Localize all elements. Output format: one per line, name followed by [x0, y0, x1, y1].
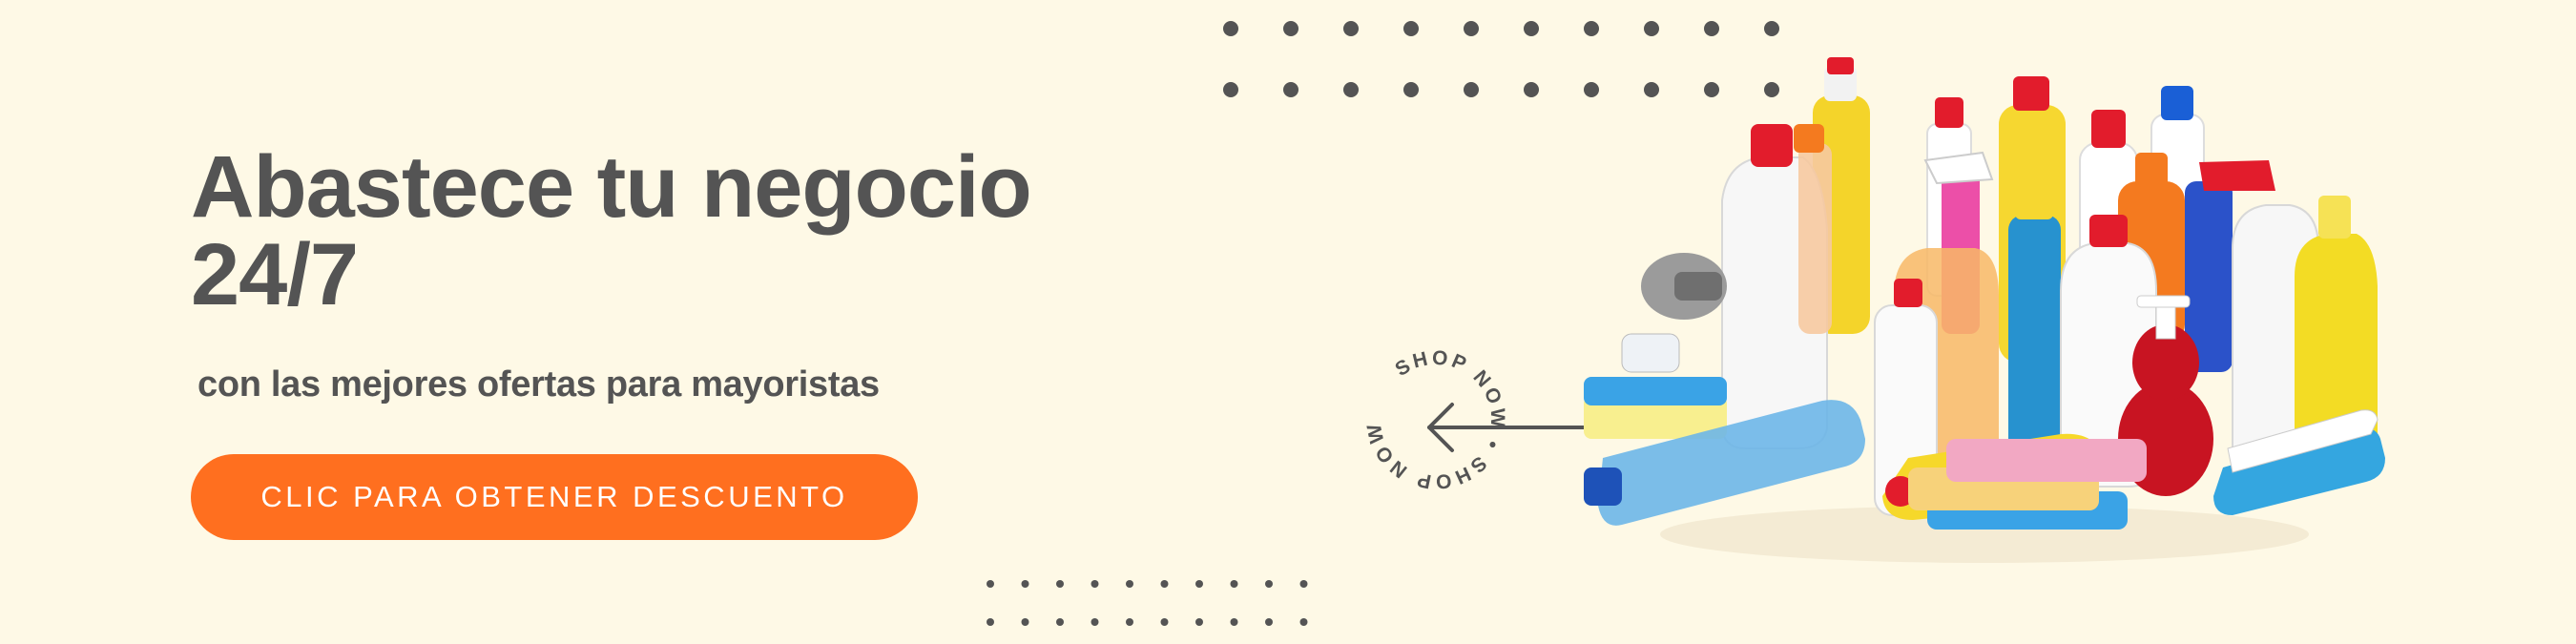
decorative-dot — [1021, 580, 1029, 588]
decorative-dot — [1223, 82, 1238, 97]
decorative-dot — [1160, 580, 1169, 588]
decorative-dot — [1343, 21, 1359, 36]
dot-pattern-top — [1212, 13, 1784, 109]
decorative-dot — [1584, 82, 1599, 97]
decorative-dot — [1230, 580, 1238, 588]
decorative-dot — [1704, 82, 1719, 97]
decorative-dot — [987, 580, 994, 588]
decorative-dot — [1265, 618, 1273, 626]
decorative-dot — [1091, 580, 1099, 588]
headline-line-2: 24/7 — [191, 226, 359, 323]
decorative-dot — [1403, 82, 1419, 97]
decorative-dot — [1265, 580, 1273, 588]
decorative-dot — [1464, 21, 1479, 36]
decorative-dot — [1126, 618, 1133, 626]
decorative-dot — [1704, 21, 1719, 36]
decorative-dot — [1299, 580, 1308, 588]
decorative-dot — [1644, 82, 1659, 97]
decorative-dot — [1764, 21, 1779, 36]
decorative-dot — [1056, 618, 1064, 626]
get-discount-button[interactable]: CLIC PARA OBTENER DESCUENTO — [191, 454, 918, 540]
decorative-dot — [1584, 21, 1599, 36]
decorative-dot — [1403, 21, 1419, 36]
decorative-dot — [1195, 580, 1203, 588]
headline: Abastece tu negocio 24/7 — [191, 143, 1202, 319]
decorative-dot — [1056, 580, 1064, 588]
decorative-dot — [1343, 82, 1359, 97]
decorative-dot — [1091, 618, 1099, 626]
decorative-dot — [1160, 618, 1169, 626]
decorative-dot — [1283, 21, 1298, 36]
decorative-dot — [1126, 580, 1133, 588]
subheadline: con las mejores ofertas para mayoristas — [197, 364, 880, 405]
decorative-dot — [1464, 82, 1479, 97]
decorative-dot — [1524, 21, 1539, 36]
headline-line-1: Abastece tu negocio — [191, 138, 1032, 236]
decorative-dot — [1299, 618, 1308, 626]
arrow-left-icon — [1427, 403, 1588, 452]
decorative-dot — [987, 618, 994, 626]
decorative-dot — [1644, 21, 1659, 36]
decorative-dot — [1524, 82, 1539, 97]
decorative-dot — [1764, 82, 1779, 97]
cleaning-products-image — [1565, 57, 2404, 592]
decorative-dot — [1230, 618, 1238, 626]
decorative-dot — [1283, 82, 1298, 97]
decorative-dot — [1021, 618, 1029, 626]
dot-pattern-bottom — [981, 572, 1324, 630]
shop-now-badge[interactable]: SHOP NOW • SHOP NOW • — [1360, 326, 1593, 496]
decorative-dot — [1223, 21, 1238, 36]
decorative-dot — [1195, 618, 1203, 626]
